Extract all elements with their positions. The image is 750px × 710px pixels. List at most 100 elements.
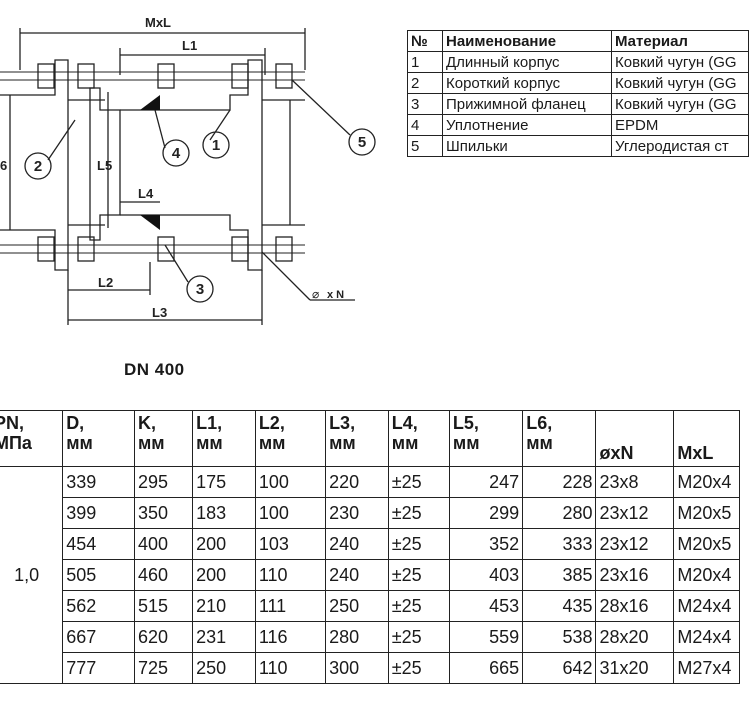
- dims-cell-l1: 175: [192, 466, 256, 498]
- parts-header-name: Наименование: [442, 30, 612, 52]
- dims-header-label: PN,: [0, 413, 25, 433]
- dims-cell-l5: 403: [448, 559, 524, 591]
- dims-header-unit: мм: [258, 433, 286, 453]
- dims-cell-l2: 110: [254, 652, 327, 684]
- dims-cell-d: 562: [62, 590, 135, 622]
- dims-cell-mxl: M20x4: [673, 466, 740, 498]
- dims-cell-mxl: M27x4: [673, 652, 740, 684]
- dims-header-l1: L1,мм: [192, 410, 256, 467]
- dims-cell-l5: 453: [448, 590, 524, 622]
- dims-cell-l1: 200: [192, 559, 256, 591]
- dims-cell-k: 725: [133, 652, 194, 684]
- dims-cell-l4: ±25: [387, 590, 450, 622]
- dims-cell-l6: 385: [522, 559, 597, 591]
- dims-header-label: D,: [66, 413, 85, 433]
- dims-header-l2: L2,мм: [254, 410, 327, 467]
- dims-cell-l6: 333: [522, 528, 597, 560]
- parts-header-material: Материал: [611, 30, 749, 52]
- dims-cell-l1: 183: [192, 497, 256, 529]
- dims-cell-l6: 642: [522, 652, 597, 684]
- dims-header-label: L5,: [452, 413, 479, 433]
- dims-cell-l4: ±25: [387, 652, 450, 684]
- dims-cell-hole: 28x20: [595, 621, 675, 653]
- part-name: Шпильки: [442, 135, 612, 157]
- part-name: Уплотнение: [442, 114, 612, 136]
- callout-5-circle: [348, 128, 376, 156]
- dims-cell-hole: 23x16: [595, 559, 675, 591]
- part-name: Короткий корпус: [442, 72, 612, 94]
- part-material: Углеродистая ст: [611, 135, 749, 157]
- dims-cell-d: 399: [62, 497, 135, 529]
- dims-cell-l3: 250: [325, 590, 389, 622]
- dims-cell-l6: 280: [522, 497, 597, 529]
- part-material: Ковкий чугун (GG: [611, 72, 749, 94]
- dims-cell-d: 667: [62, 621, 135, 653]
- dims-header-mxl: MxL: [673, 410, 740, 467]
- dimensions-table: PN,МПаD,ммK,ммL1,ммL2,ммL3,ммL4,ммL5,ммL…: [0, 410, 740, 684]
- dims-cell-l5: 299: [448, 497, 524, 529]
- callout-2-circle: [24, 152, 52, 180]
- callout-4-circle: [162, 139, 190, 167]
- mxl-label: MxL: [145, 15, 171, 30]
- dims-header-unit: мм: [391, 433, 419, 453]
- dn-title: DN 400: [124, 360, 185, 379]
- l3-label: L3: [152, 305, 167, 320]
- part-no: 5: [407, 135, 443, 157]
- dims-header-l3: L3,мм: [325, 410, 389, 467]
- dims-header-l4: L4,мм: [387, 410, 450, 467]
- table-row: 5 Шпильки Углеродистая ст: [407, 135, 749, 157]
- l2-label: L2: [98, 275, 113, 290]
- dims-header-row: PN,МПаD,ммK,ммL1,ммL2,ммL3,ммL4,ммL5,ммL…: [0, 410, 740, 467]
- dims-cell-l1: 231: [192, 621, 256, 653]
- dims-header-unit: мм: [137, 433, 165, 453]
- table-row: 2 Короткий корпус Ковкий чугун (GG: [407, 72, 749, 94]
- dims-header-hole: øxN: [595, 410, 675, 467]
- coupling-technical-drawing: MxL L1 L5 L4 6 L2 L3 x N ⌀ 2 4 1 3 5: [0, 15, 376, 325]
- dims-cell-l2: 103: [254, 528, 327, 560]
- dims-cell-l5: 247: [448, 466, 524, 498]
- part-no: 1: [407, 51, 443, 73]
- dims-cell-k: 400: [133, 528, 194, 560]
- dims-header-unit: мм: [196, 433, 223, 453]
- dims-cell-l1: 200: [192, 528, 256, 560]
- dims-header-d: D,мм: [62, 410, 135, 467]
- dims-header-label: L6,: [526, 413, 553, 433]
- callout-5-label: 5: [358, 134, 366, 151]
- dims-cell-l5: 352: [448, 528, 524, 560]
- dims-cell-l5: 559: [448, 621, 524, 653]
- dims-cell-k: 515: [133, 590, 194, 622]
- seal-upper: [140, 95, 160, 110]
- dims-cell-l2: 111: [254, 590, 327, 622]
- dims-header-l5: L5,мм: [448, 410, 524, 467]
- callout-3-circle: [186, 275, 214, 303]
- callout-1-label: 1: [212, 137, 220, 154]
- dims-header-unit: мм: [526, 433, 553, 453]
- parts-table-header: № Наименование Материал: [407, 30, 749, 52]
- dims-header-pn: PN,МПа: [0, 410, 64, 467]
- part-name: Длинный корпус: [442, 51, 612, 73]
- dims-cell-l2: 100: [254, 497, 327, 529]
- part-material: Ковкий чугун (GG: [611, 51, 749, 73]
- dims-header-unit: МПа: [0, 433, 32, 453]
- dims-header-unit: мм: [66, 433, 93, 453]
- dims-cell-mxl: M20x4: [673, 559, 740, 591]
- dims-cell-k: 350: [133, 497, 194, 529]
- dims-cell-l4: ±25: [387, 621, 450, 653]
- table-row: 4 Уплотнение EPDM: [407, 114, 749, 136]
- pn-value-cell: 1,0: [0, 466, 64, 684]
- dims-cell-l3: 240: [325, 559, 389, 591]
- parts-table: № Наименование Материал 1 Длинный корпус…: [407, 30, 749, 157]
- part-no: 4: [407, 114, 443, 136]
- table-row: 1 Длинный корпус Ковкий чугун (GG: [407, 51, 749, 73]
- dims-header-label: L3,: [329, 413, 356, 433]
- dims-cell-mxl: M24x4: [673, 621, 740, 653]
- dims-cell-l3: 240: [325, 528, 389, 560]
- part-material: EPDM: [611, 114, 749, 136]
- dims-header-label: MxL: [677, 443, 714, 463]
- dims-header-label: K,: [137, 413, 156, 433]
- hole-label: x N: [327, 289, 344, 301]
